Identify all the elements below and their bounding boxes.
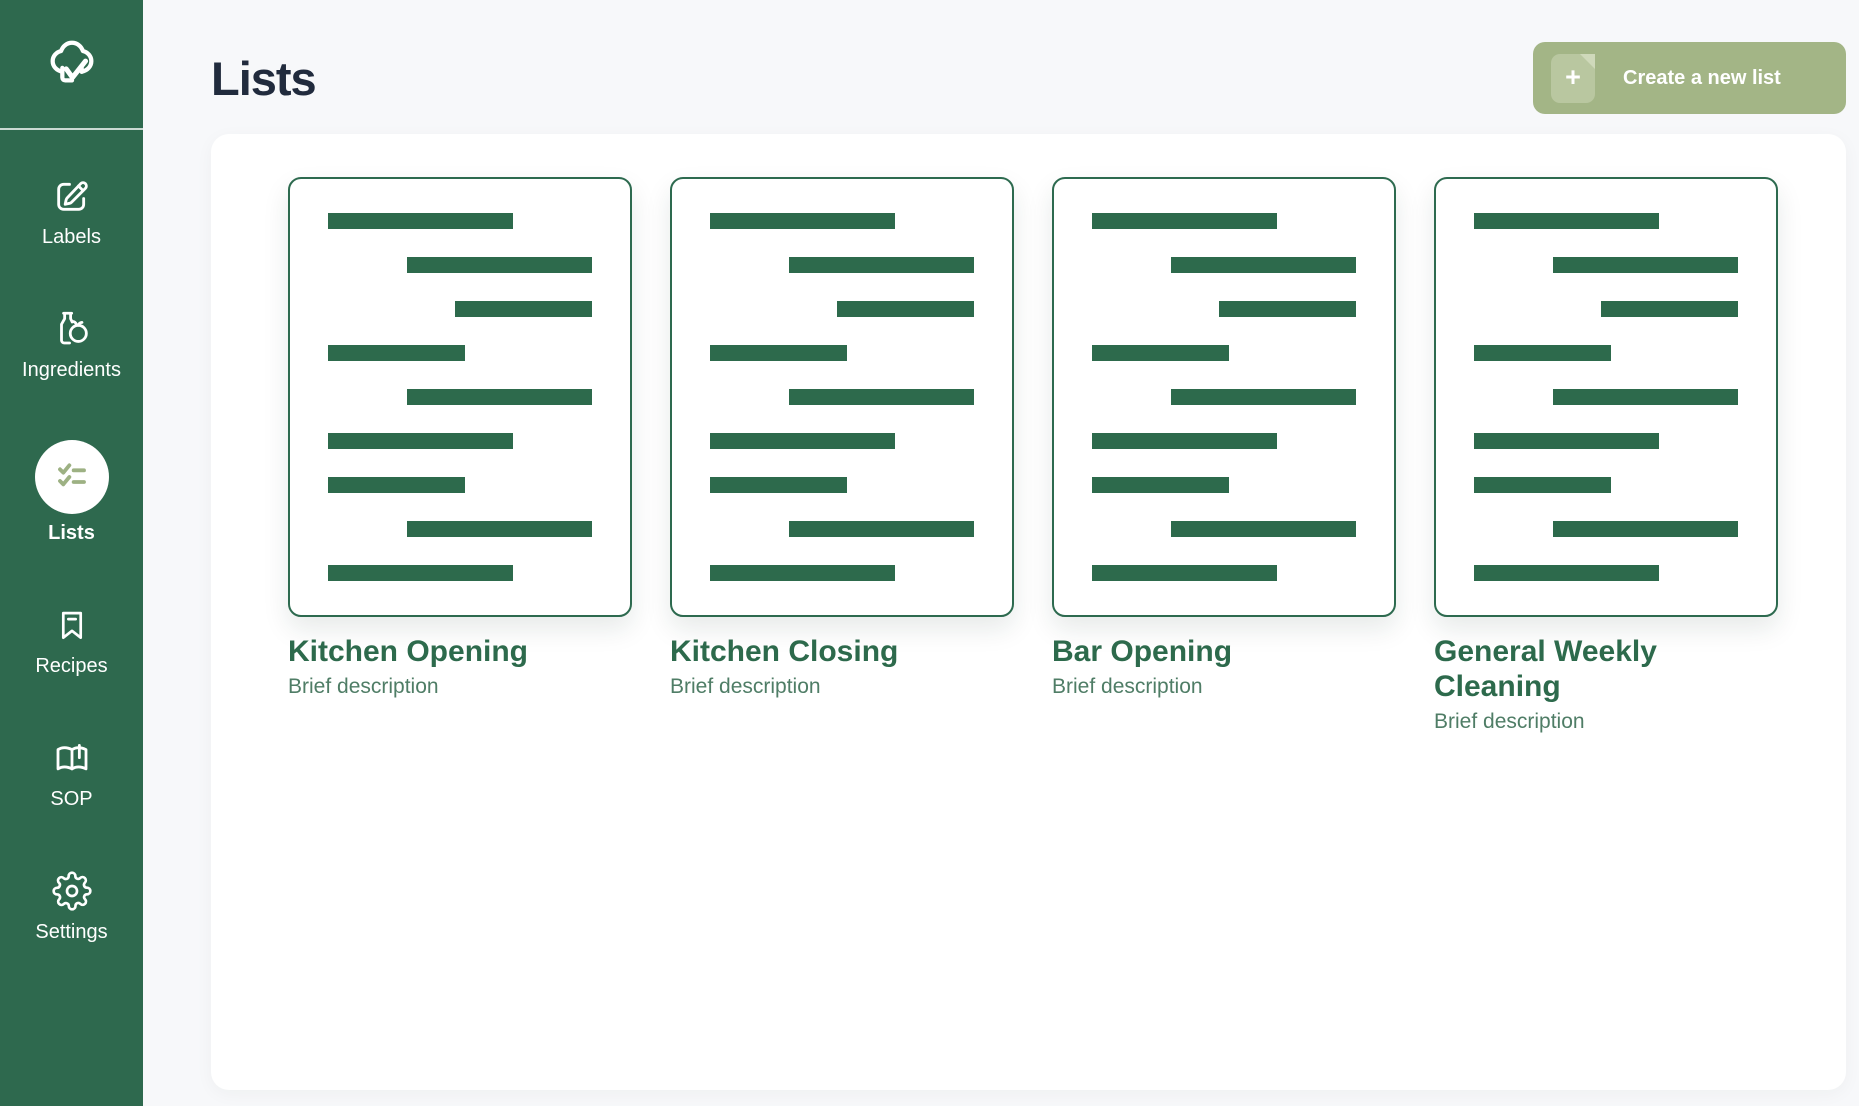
list-card[interactable]: General Weekly Cleaning Brief descriptio…	[1434, 177, 1778, 734]
open-book-icon	[50, 736, 94, 780]
sidebar-item-label: Labels	[42, 226, 101, 248]
list-card[interactable]: Bar Opening Brief description	[1052, 177, 1396, 734]
skeleton-line	[789, 257, 974, 273]
skeleton-line	[407, 389, 592, 405]
skeleton-line	[1092, 345, 1230, 361]
list-description: Brief description	[288, 674, 439, 698]
bottle-and-tomato-icon	[50, 307, 94, 351]
sidebar-item-label: Lists	[48, 522, 95, 544]
skeleton-line	[710, 213, 895, 229]
main-content: Lists + Create a new list Kitchen Openin…	[143, 0, 1859, 1106]
list-card[interactable]: Kitchen Closing Brief description	[670, 177, 1014, 734]
sidebar-item-sop[interactable]: SOP	[0, 736, 143, 809]
skeleton-line	[710, 345, 848, 361]
skeleton-line	[328, 433, 513, 449]
skeleton-line	[328, 213, 513, 229]
edit-pencil-square-icon	[50, 174, 94, 218]
list-title: Kitchen Closing	[670, 635, 899, 668]
gear-icon	[50, 869, 94, 913]
skeleton-line	[1553, 389, 1738, 405]
list-title: General Weekly Cleaning	[1434, 635, 1657, 703]
skeleton-line	[789, 521, 974, 537]
skeleton-line	[1474, 213, 1659, 229]
skeleton-line	[710, 477, 848, 493]
skeleton-line	[836, 301, 974, 317]
skeleton-line	[710, 565, 895, 581]
skeleton-line	[1092, 213, 1277, 229]
sidebar-item-lists[interactable]: Lists	[0, 440, 143, 543]
skeleton-line	[1600, 301, 1738, 317]
bookmark-icon	[50, 603, 94, 647]
skeleton-line	[1218, 301, 1356, 317]
list-description: Brief description	[670, 674, 821, 698]
sidebar-item-label: Settings	[35, 921, 108, 943]
list-description: Brief description	[1052, 674, 1203, 698]
skeleton-line	[328, 477, 466, 493]
create-new-list-button[interactable]: + Create a new list	[1533, 42, 1846, 114]
sidebar-divider	[0, 128, 143, 130]
skeleton-line	[1474, 345, 1612, 361]
sidebar-item-label: Recipes	[35, 655, 108, 677]
skeleton-line	[1171, 389, 1356, 405]
skeleton-line	[710, 433, 895, 449]
sidebar-nav: Labels Ingredients	[0, 130, 143, 942]
skeleton-line	[1171, 521, 1356, 537]
sidebar-item-recipes[interactable]: Recipes	[0, 603, 143, 676]
skeleton-line	[1553, 521, 1738, 537]
list-description: Brief description	[1434, 709, 1585, 733]
sidebar-item-ingredients[interactable]: Ingredients	[0, 307, 143, 380]
list-preview-thumbnail	[1052, 177, 1396, 617]
list-cards-row: Kitchen Opening Brief description Kitche…	[288, 177, 1778, 734]
skeleton-line	[1092, 565, 1277, 581]
skeleton-line	[454, 301, 592, 317]
list-preview-thumbnail	[1434, 177, 1778, 617]
checklist-icon	[34, 440, 109, 514]
skeleton-line	[1474, 565, 1659, 581]
skeleton-line	[328, 345, 466, 361]
skeleton-line	[407, 521, 592, 537]
skeleton-line	[789, 389, 974, 405]
chef-hat-check-icon	[43, 35, 101, 93]
sidebar-item-label: Ingredients	[22, 359, 121, 381]
list-card[interactable]: Kitchen Opening Brief description	[288, 177, 632, 734]
list-title: Kitchen Opening	[288, 635, 528, 668]
app-logo[interactable]	[0, 0, 143, 128]
create-button-label: Create a new list	[1623, 66, 1781, 89]
skeleton-line	[1553, 257, 1738, 273]
page-title: Lists	[211, 51, 317, 105]
sidebar-item-settings[interactable]: Settings	[0, 869, 143, 942]
skeleton-line	[1092, 433, 1277, 449]
sidebar-item-label: SOP	[50, 788, 93, 810]
skeleton-line	[1092, 477, 1230, 493]
sidebar: Labels Ingredients	[0, 0, 143, 1106]
skeleton-line	[407, 257, 592, 273]
lists-panel: Kitchen Opening Brief description Kitche…	[211, 134, 1846, 1090]
sidebar-item-labels[interactable]: Labels	[0, 174, 143, 247]
skeleton-line	[1171, 257, 1356, 273]
list-preview-thumbnail	[288, 177, 632, 617]
skeleton-line	[328, 565, 513, 581]
list-preview-thumbnail	[670, 177, 1014, 617]
skeleton-line	[1474, 477, 1612, 493]
list-title: Bar Opening	[1052, 635, 1233, 668]
skeleton-line	[1474, 433, 1659, 449]
page-header: Lists + Create a new list	[211, 0, 1846, 134]
file-plus-icon: +	[1551, 52, 1596, 103]
